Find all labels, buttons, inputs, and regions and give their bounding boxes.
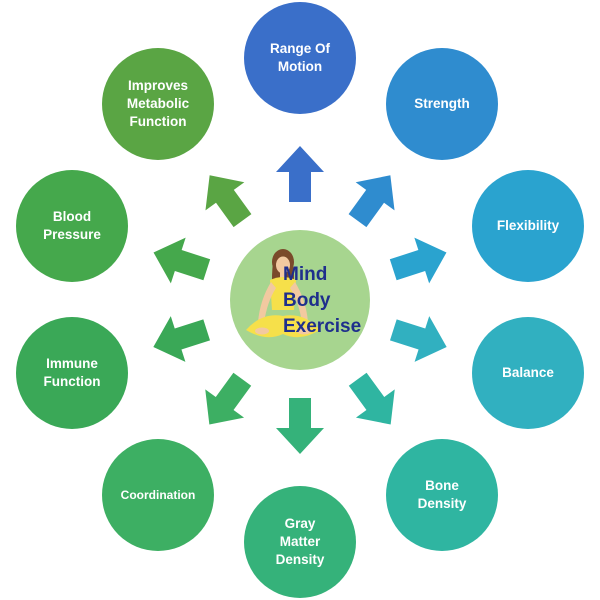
meditation-figure-icon — [246, 249, 320, 338]
arrow-group-strength — [348, 175, 395, 228]
center-title-line: Body — [283, 290, 331, 311]
arrow-to-flexibility — [389, 237, 447, 284]
node-circle-immune-function — [16, 317, 128, 429]
arrow-to-blood-pressure — [153, 237, 211, 284]
node-circle-coordination — [102, 439, 214, 551]
arrow-to-strength — [348, 175, 395, 228]
node-circle-balance — [472, 317, 584, 429]
arrow-to-bone-density — [348, 372, 395, 425]
center-title-line: Exercise — [283, 316, 362, 337]
arrow-group-gray-matter-density — [276, 398, 324, 454]
node-circle-bone-density — [386, 439, 498, 551]
arrow-to-immune-function — [153, 316, 211, 362]
node-circle-blood-pressure — [16, 170, 128, 282]
arrow-to-range-of-motion — [276, 146, 324, 202]
center-title-line: Mind — [283, 264, 328, 285]
node-circle-metabolic-function — [102, 48, 214, 160]
node-circle-gray-matter-density — [244, 486, 356, 598]
arrows-layer — [153, 146, 447, 454]
arrow-to-balance — [389, 316, 447, 362]
arrow-group-range-of-motion — [276, 146, 324, 202]
node-circle-strength — [386, 48, 498, 160]
nodes-layer — [16, 2, 584, 598]
arrow-group-balance — [389, 316, 447, 362]
arrow-to-coordination — [205, 372, 252, 425]
arrow-group-coordination — [205, 372, 252, 425]
arrow-to-metabolic-function — [205, 175, 252, 228]
arrow-group-flexibility — [389, 237, 447, 284]
arrow-group-metabolic-function — [205, 175, 252, 228]
arrow-group-immune-function — [153, 316, 211, 362]
node-circle-range-of-motion — [244, 2, 356, 114]
arrow-to-gray-matter-density — [276, 398, 324, 454]
arrow-group-bone-density — [348, 372, 395, 425]
node-circle-flexibility — [472, 170, 584, 282]
arrow-group-blood-pressure — [153, 237, 211, 284]
center-title: Mind Body Exercise — [283, 262, 375, 340]
